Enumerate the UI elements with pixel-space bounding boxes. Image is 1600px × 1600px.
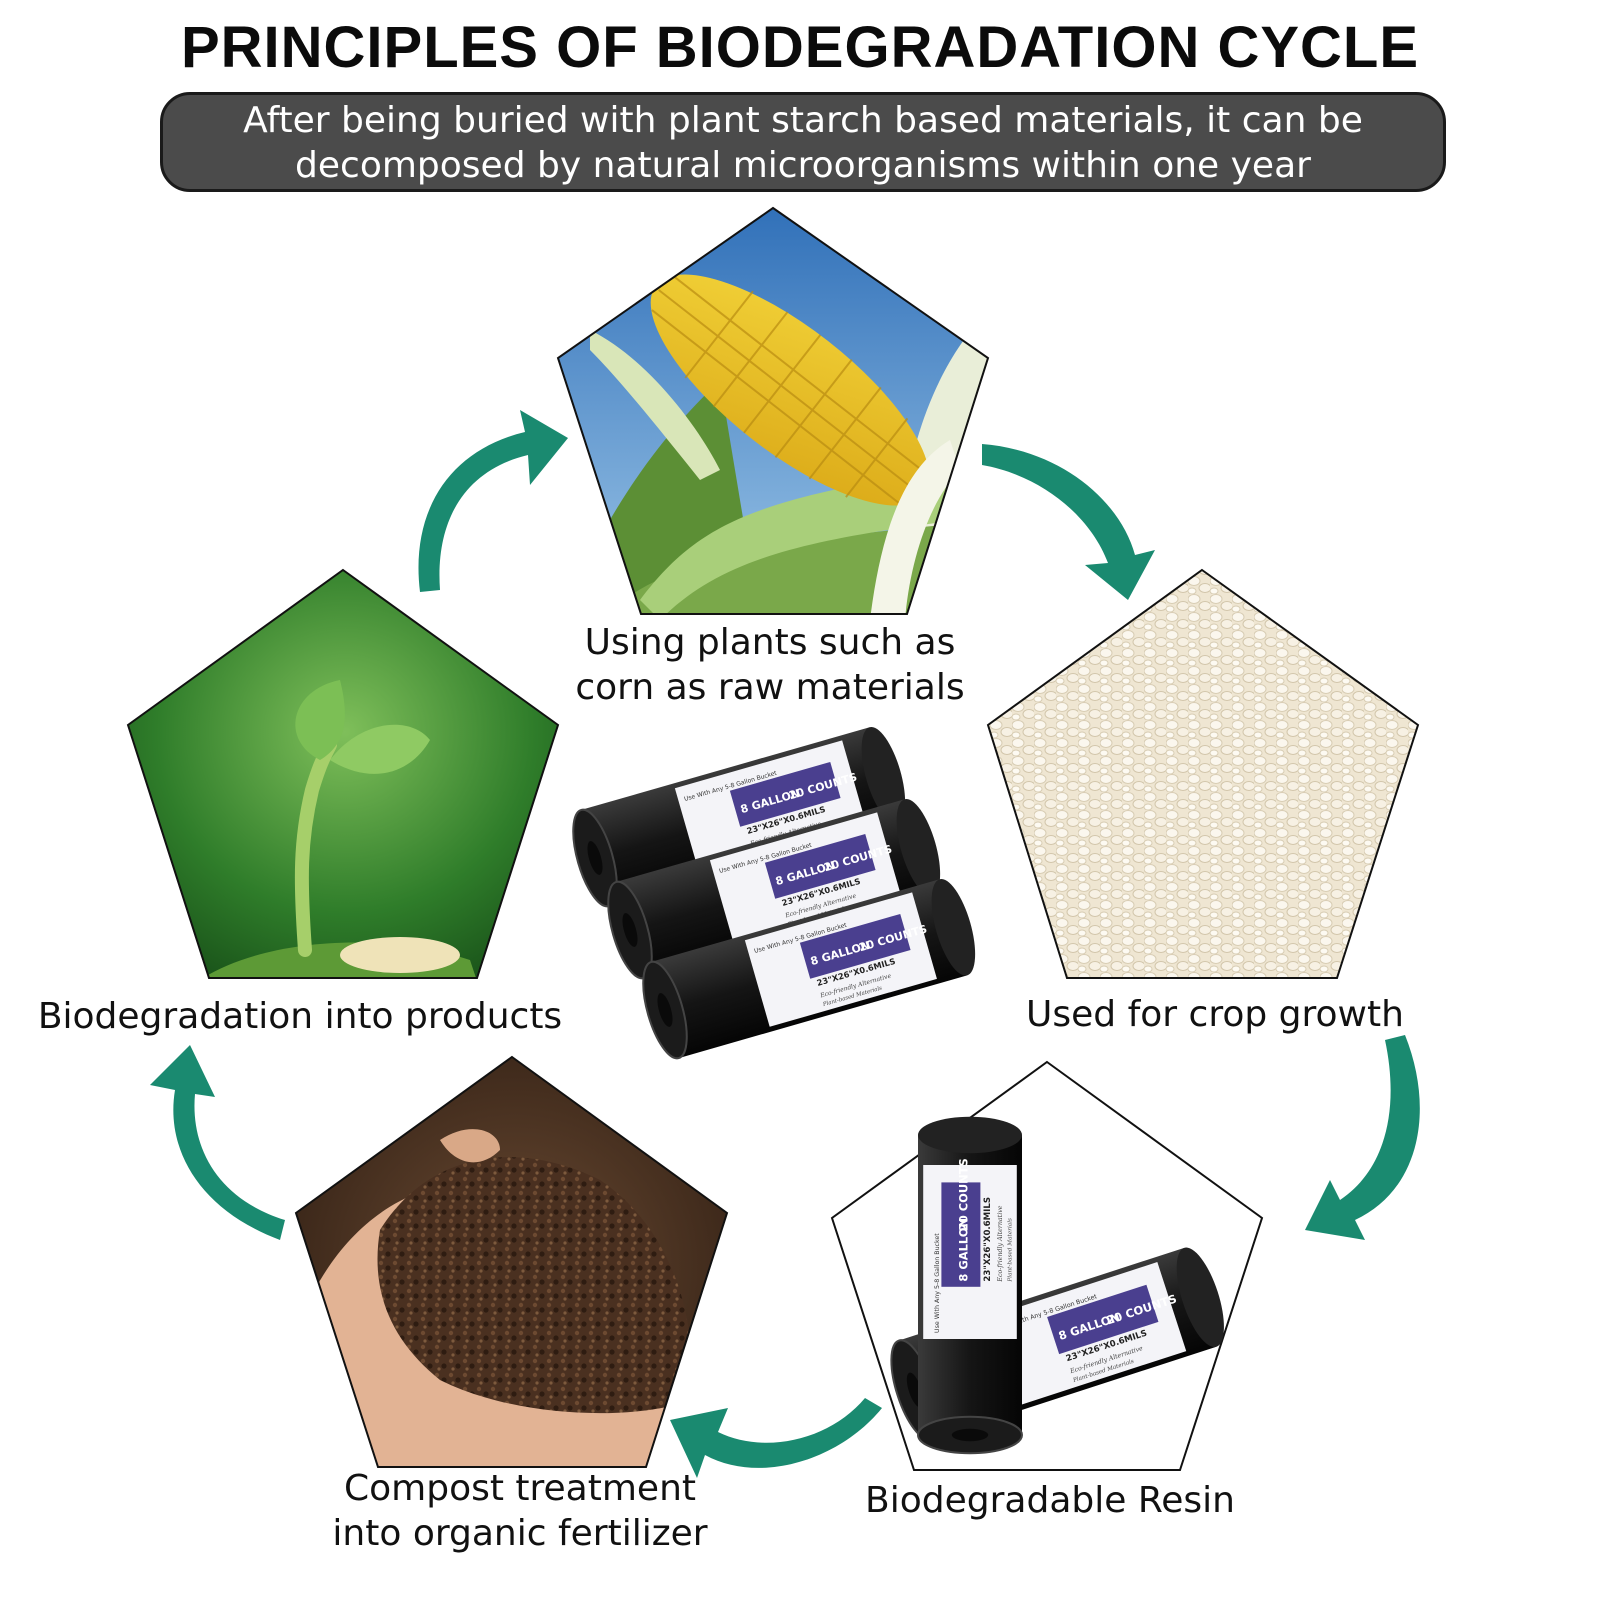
subtitle-banner: After being buried with plant starch bas… bbox=[160, 92, 1446, 192]
arrow-compost-to-sprout-icon bbox=[150, 1045, 285, 1240]
bag-material: Plant-based Materials bbox=[1008, 1218, 1014, 1283]
white-granules-image bbox=[986, 568, 1420, 979]
arrow-resin-to-compost-icon bbox=[670, 1398, 882, 1478]
label-corn: Using plants such as corn as raw materia… bbox=[575, 622, 965, 708]
page-title: PRINCIPLES OF BIODEGRADATION CYCLE bbox=[180, 15, 1420, 80]
label-resin: Biodegradable Resin bbox=[865, 1480, 1235, 1521]
bag-size: 23"X26"X0.6MILS bbox=[983, 1197, 993, 1282]
bag-capacity: 8 GALLON bbox=[956, 1218, 970, 1282]
label-granules: Used for crop growth bbox=[1026, 994, 1404, 1035]
cycle-arrows bbox=[150, 410, 1420, 1478]
arrow-corn-to-granules-icon bbox=[982, 444, 1155, 600]
bag-count: 20 COUNTS bbox=[956, 1158, 970, 1231]
bag-tagline: Eco-friendly Alternative bbox=[997, 1205, 1004, 1282]
label-sprout: Biodegradation into products bbox=[37, 996, 563, 1037]
seedling-sprout-image bbox=[126, 568, 560, 979]
arrow-granules-to-resin-icon bbox=[1305, 1035, 1420, 1240]
arrow-sprout-to-corn-icon bbox=[418, 410, 568, 592]
bag-roll: Use With Any 5-8 Gallon Bucket 8 GALLON20… bbox=[917, 1116, 1023, 1455]
soil-in-hand-image bbox=[294, 1055, 729, 1468]
banner-line-1: After being buried with plant starch bas… bbox=[243, 100, 1363, 141]
corn-cob-image bbox=[556, 206, 990, 615]
bag-fit-note: Use With Any 5-8 Gallon Bucket bbox=[934, 1233, 941, 1333]
trash-bag-rolls-image: Use With Any 5-8 Gallon Bucket 8 GALLON20… bbox=[890, 1116, 1224, 1455]
label-compost: Compost treatment into organic fertilize… bbox=[332, 1468, 708, 1554]
banner-line-2: decomposed by natural microorganisms wit… bbox=[295, 145, 1311, 186]
